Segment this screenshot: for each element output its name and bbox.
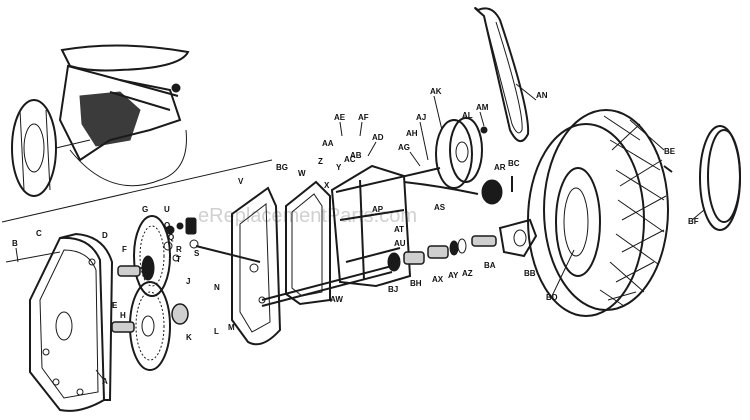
label-ay: AY (448, 271, 459, 280)
label-ag: AG (398, 143, 410, 152)
label-bc: BC (508, 159, 520, 168)
label-bg: BG (276, 163, 288, 172)
leader-lines (15, 83, 705, 381)
side-plate-m (231, 186, 282, 346)
tractor-seat (60, 44, 190, 72)
label-ak: AK (430, 87, 442, 96)
label-v: V (238, 177, 244, 186)
label-ar: AR (494, 163, 506, 172)
washer-az (457, 238, 467, 254)
bolt-be (663, 165, 673, 173)
label-ac: AC (344, 155, 356, 164)
tractor-frame (58, 64, 182, 162)
label-r: R (176, 245, 182, 254)
label-ax: AX (432, 275, 444, 284)
label-f: F (122, 245, 127, 254)
rear-housing (29, 232, 114, 412)
label-az: AZ (462, 269, 473, 278)
knob-ar (481, 179, 503, 205)
label-ab: AB (350, 151, 362, 160)
label-ah: AH (406, 129, 418, 138)
label-n: N (214, 283, 220, 292)
label-x: X (324, 181, 330, 190)
label-aj: AJ (416, 113, 426, 122)
label-ad: AD (372, 133, 384, 142)
label-s: S (194, 249, 200, 258)
label-a: A (102, 377, 108, 386)
label-bj: BJ (388, 285, 398, 294)
label-be: BE (664, 147, 676, 156)
label-am: AM (476, 103, 489, 112)
label-q: Q (168, 233, 174, 242)
label-bd: BD (546, 293, 558, 302)
label-af: AF (358, 113, 369, 122)
watermark-text: eReplacementParts.com (198, 205, 417, 227)
label-ap: AP (372, 205, 384, 214)
label-bh: BH (410, 279, 422, 288)
frame-ap (330, 164, 412, 288)
label-j: J (186, 277, 190, 286)
label-o: O (164, 221, 170, 230)
label-u: U (164, 205, 170, 214)
label-ba: BA (484, 261, 496, 270)
gear-g (133, 215, 171, 297)
label-aa: AA (322, 139, 334, 148)
label-m: M (228, 323, 235, 332)
spacer-ax (427, 245, 449, 259)
pulley-al (435, 117, 483, 189)
label-e: E (112, 301, 118, 310)
bearing-bj (387, 252, 401, 272)
label-ae: AE (334, 113, 346, 122)
v-belt-an (474, 7, 530, 142)
label-al: AL (462, 111, 473, 120)
label-as: AS (434, 203, 446, 212)
spacer-k (171, 303, 189, 325)
label-h: H (120, 311, 126, 320)
label-an: AN (536, 91, 548, 100)
spacer-ba (471, 235, 497, 247)
tractor-inset (11, 44, 190, 197)
label-y: Y (336, 163, 342, 172)
label-at: AT (394, 225, 404, 234)
label-bb: BB (524, 269, 536, 278)
label-au: AU (394, 239, 406, 248)
rim-bf (699, 125, 741, 231)
label-t: T (176, 255, 181, 264)
bushing-h (111, 321, 135, 333)
label-g: G (142, 205, 148, 214)
label-d: D (102, 231, 108, 240)
washer-ay (449, 240, 459, 256)
label-bf: BF (688, 217, 699, 226)
label-b: B (12, 239, 18, 248)
label-z: Z (318, 157, 323, 166)
axle-n (195, 245, 261, 263)
label-l: L (214, 327, 219, 336)
cross-shaft (335, 167, 441, 193)
label-k: K (186, 333, 192, 342)
reference-line-top (1, 159, 273, 223)
label-w: W (298, 169, 306, 178)
reference-line-left (5, 251, 61, 263)
control-rod (403, 181, 479, 195)
axle-aw (261, 265, 393, 301)
bushing-f (117, 265, 141, 277)
spacer-bh (403, 251, 425, 265)
part-labels: A B C D E F G H J K L M N O Q R S T U V … (12, 87, 699, 386)
rear-tire-bd (527, 109, 669, 317)
frame-w (285, 180, 331, 306)
label-aw: AW (330, 295, 343, 304)
label-c: C (36, 229, 42, 238)
